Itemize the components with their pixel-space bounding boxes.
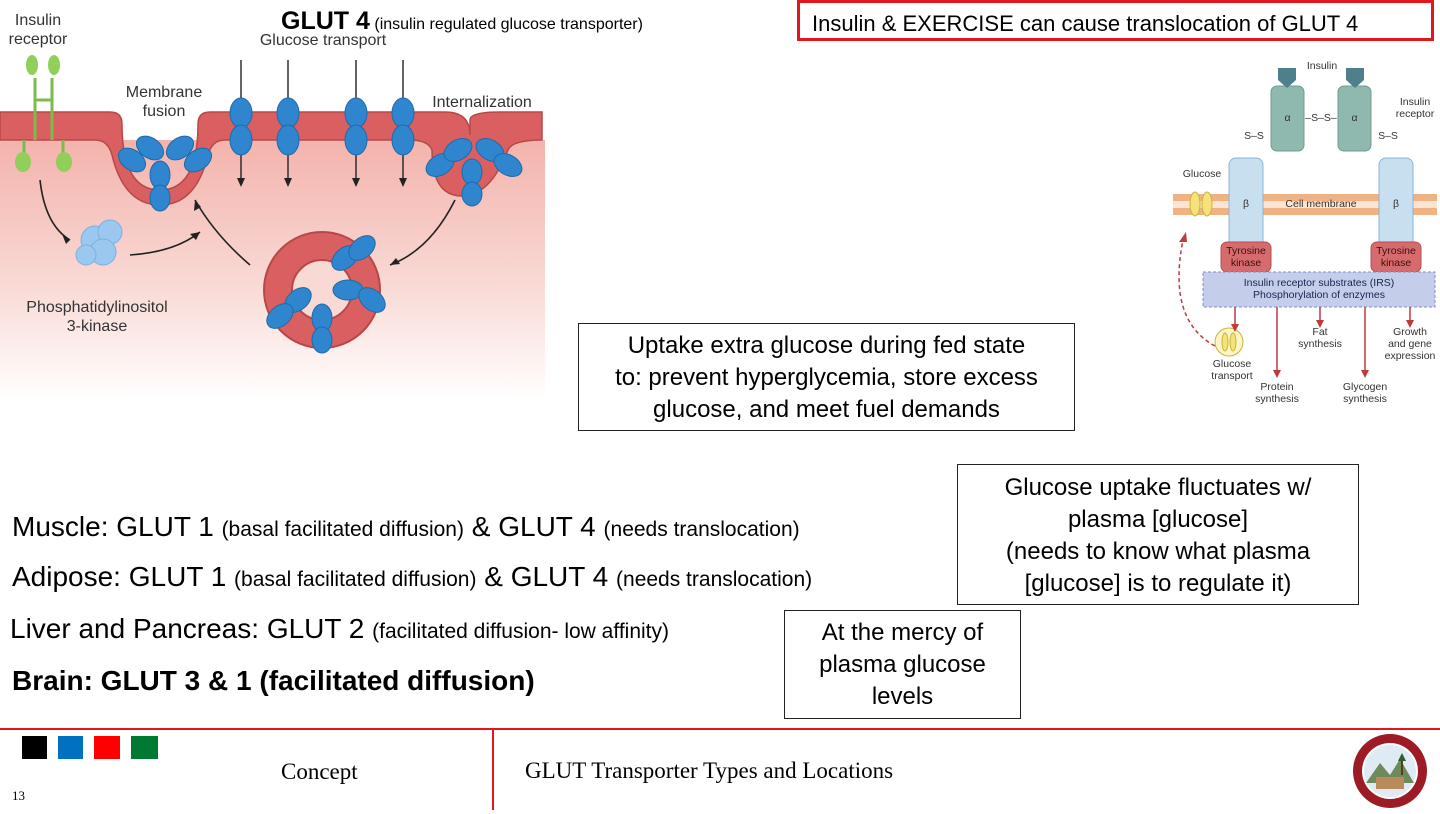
color-square-blue <box>58 736 83 759</box>
internalization-label: Internalization <box>432 94 532 111</box>
glucose-fluctuation-box: Glucose uptake fluctuates w/plasma [gluc… <box>957 464 1359 605</box>
color-square-black <box>22 736 47 759</box>
rf-beta-left: β <box>1242 198 1250 210</box>
footer-divider <box>0 728 1440 730</box>
university-logo-art <box>1353 734 1427 808</box>
footer-topic: GLUT Transporter Types and Locations <box>525 758 894 783</box>
university-logo <box>1352 733 1428 809</box>
footer-vertical-divider <box>492 729 494 810</box>
rf-glucose: Glucose <box>1182 168 1222 180</box>
slide-number: 13 <box>12 788 25 803</box>
footer-concept: Concept <box>281 759 358 784</box>
color-square-green <box>131 736 158 759</box>
glucose-transport-label: Glucose transport <box>259 32 387 49</box>
rf-insulin: Insulin <box>1306 60 1338 72</box>
rf-irs: Insulin receptor substrates (IRS)Phospho… <box>1243 277 1395 301</box>
title-sub: (insulin regulated glucose transporter) <box>374 16 643 33</box>
rf-alpha-right: α <box>1351 112 1358 124</box>
tissue-muscle: Muscle: GLUT 1 (basal facilitated diffus… <box>12 511 800 542</box>
title-main: GLUT 4 <box>281 7 370 35</box>
rf-alpha-left: α <box>1284 112 1291 124</box>
tissue-adipose: Adipose: GLUT 1 (basal facilitated diffu… <box>12 561 813 592</box>
exercise-callout-text: Insulin & EXERCISE can cause translocati… <box>812 11 1359 36</box>
rf-ss-left: S–S <box>1244 130 1264 142</box>
slide-title: GLUT 4 (insulin regulated glucose transp… <box>281 7 643 36</box>
rf-cell-membrane: Cell membrane <box>1285 198 1357 210</box>
tissue-liver: Liver and Pancreas: GLUT 2 (facilitated … <box>10 613 669 644</box>
rf-ss-mid: –S–S– <box>1305 112 1337 124</box>
color-square-red <box>94 736 120 759</box>
tissue-brain: Brain: GLUT 3 & 1 (facilitated diffusion… <box>12 665 535 696</box>
rf-beta-right: β <box>1392 198 1400 210</box>
insulin-receptor-art <box>1173 68 1437 378</box>
rf-ss-right: S–S <box>1378 130 1398 142</box>
exercise-callout: Insulin & EXERCISE can cause translocati… <box>797 0 1434 41</box>
glut4-diagram-art <box>0 55 545 400</box>
